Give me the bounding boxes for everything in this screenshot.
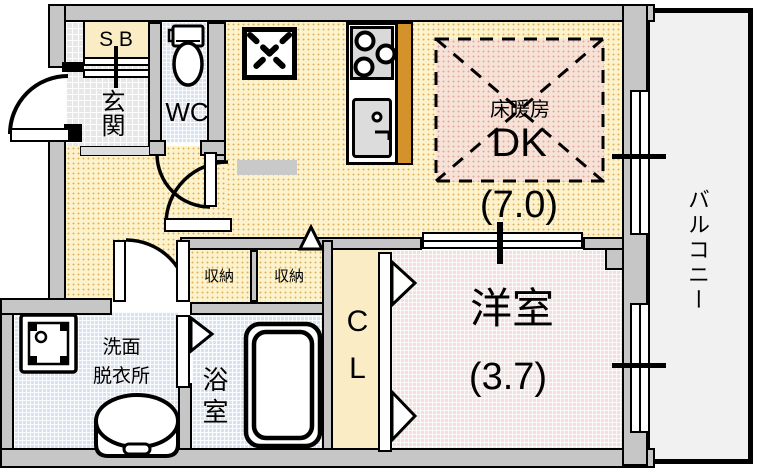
window-dk-tick (612, 154, 666, 159)
counter-end-panel (396, 22, 413, 165)
entrance-label: 玄関 (97, 89, 124, 137)
floor-heating-label: 床暖房 (490, 99, 550, 121)
wall-wc-stub-left (148, 140, 166, 156)
wall-storage-divider (250, 250, 258, 302)
kitchen-half-wall (237, 160, 297, 175)
entrance-door-arc (8, 74, 69, 135)
wall-left-lower (48, 130, 66, 302)
bathroom-label: 浴室 (199, 366, 229, 430)
window-dk (630, 90, 650, 235)
wall-left-upper (48, 4, 66, 68)
kitchen-sink (352, 98, 392, 158)
washroom-door-panel (113, 240, 126, 302)
wall-closet-left (322, 240, 333, 450)
window-western-tick (612, 363, 666, 368)
balcony-label: バルコニー (685, 187, 710, 313)
storage-left-floor (190, 250, 250, 302)
entrance-step (80, 146, 150, 156)
bath-door-frame (176, 315, 190, 388)
shoe-box-label: S B (99, 28, 133, 51)
wc-label: WC (165, 97, 209, 127)
window-western-room (630, 303, 650, 433)
western-room-label: 洋室 (469, 285, 554, 332)
entrance-door-panel (10, 128, 70, 142)
hall-door-panel (164, 218, 232, 232)
wall-bottom (0, 448, 655, 468)
sliding-door-tick (497, 222, 503, 264)
wall-lowerblock-left (0, 298, 14, 468)
storage-left-label: 収納 (203, 268, 234, 285)
western-room-area: (3.7) (468, 356, 548, 398)
closet-label: CL (341, 305, 374, 399)
stove-icon (350, 26, 394, 80)
dk-area-label: (7.0) (479, 184, 559, 226)
washroom-label: 洗面 脱衣所 (74, 334, 169, 391)
storage-right-label: 収納 (273, 268, 304, 285)
wall-washroom-top (0, 298, 112, 315)
wall-bath-top (190, 302, 333, 315)
washroom-label-line2: 脱衣所 (92, 365, 150, 387)
washroom-label-line1: 洗面 (102, 337, 141, 358)
wc-door-panel (204, 152, 217, 207)
wall-top (48, 4, 655, 22)
western-room-floor (392, 250, 630, 450)
closet-door-frame (378, 252, 392, 452)
wall-wash-bath (178, 383, 192, 450)
shoe-shelf-post (114, 46, 118, 88)
ceiling-light-icon (242, 27, 297, 80)
storage-right-floor (258, 250, 322, 302)
dk-label: DK (491, 121, 547, 165)
wall-mid-left (180, 237, 422, 250)
entrance-jamb-top (62, 62, 84, 72)
